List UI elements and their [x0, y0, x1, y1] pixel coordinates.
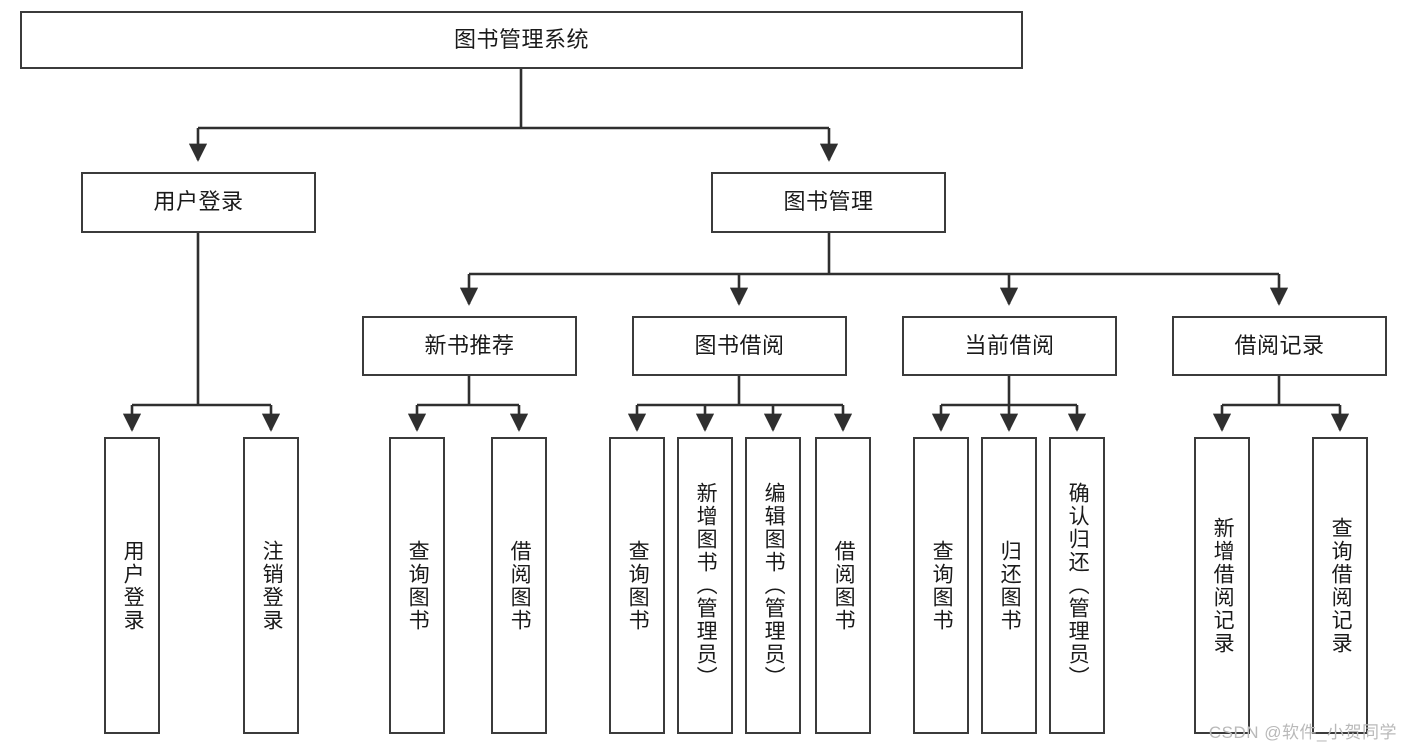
node-label: 确认归还（管理员）	[1066, 482, 1090, 689]
node-label: 新增借阅记录	[1211, 516, 1235, 655]
node-user-login[interactable]: 用户登录	[81, 172, 316, 233]
node-label: 用户登录	[121, 539, 145, 632]
node-label: 查询图书	[930, 539, 954, 632]
leaf-logout[interactable]: 注销登录	[243, 437, 299, 734]
node-new-book-recommend[interactable]: 新书推荐	[362, 316, 577, 376]
leaf-return-book[interactable]: 归还图书	[981, 437, 1037, 734]
node-book-borrow[interactable]: 图书借阅	[632, 316, 847, 376]
leaf-query-book-current[interactable]: 查询图书	[913, 437, 969, 734]
node-label: 查询图书	[626, 539, 650, 632]
node-label: 新增图书（管理员）	[694, 482, 718, 689]
node-book-management[interactable]: 图书管理	[711, 172, 946, 233]
node-label: 注销登录	[260, 539, 284, 632]
node-label: 编辑图书（管理员）	[762, 482, 786, 689]
node-label: 查询图书	[406, 539, 430, 632]
node-label: 用户登录	[153, 189, 244, 215]
node-label: 图书管理系统	[453, 26, 589, 52]
node-label: 查询借阅记录	[1329, 516, 1353, 655]
leaf-edit-book-admin[interactable]: 编辑图书（管理员）	[745, 437, 801, 734]
node-label: 借阅图书	[508, 539, 532, 632]
leaf-add-book-admin[interactable]: 新增图书（管理员）	[677, 437, 733, 734]
node-label: 图书借阅	[694, 332, 785, 358]
node-label: 借阅记录	[1234, 332, 1325, 358]
node-label: 当前借阅	[964, 332, 1055, 358]
leaf-confirm-return-admin[interactable]: 确认归还（管理员）	[1049, 437, 1105, 734]
leaf-query-borrow-record[interactable]: 查询借阅记录	[1312, 437, 1368, 734]
leaf-borrow-book-recommend[interactable]: 借阅图书	[491, 437, 547, 734]
node-label: 借阅图书	[832, 539, 856, 632]
node-label: 新书推荐	[424, 332, 515, 358]
leaf-query-book-borrow[interactable]: 查询图书	[609, 437, 665, 734]
leaf-user-login[interactable]: 用户登录	[104, 437, 160, 734]
leaf-add-borrow-record[interactable]: 新增借阅记录	[1194, 437, 1250, 734]
node-label: 图书管理	[783, 189, 874, 215]
node-borrow-records[interactable]: 借阅记录	[1172, 316, 1387, 376]
node-current-borrow[interactable]: 当前借阅	[902, 316, 1117, 376]
leaf-borrow-book[interactable]: 借阅图书	[815, 437, 871, 734]
node-label: 归还图书	[998, 539, 1022, 632]
leaf-query-book-recommend[interactable]: 查询图书	[389, 437, 445, 734]
node-root[interactable]: 图书管理系统	[20, 11, 1023, 69]
